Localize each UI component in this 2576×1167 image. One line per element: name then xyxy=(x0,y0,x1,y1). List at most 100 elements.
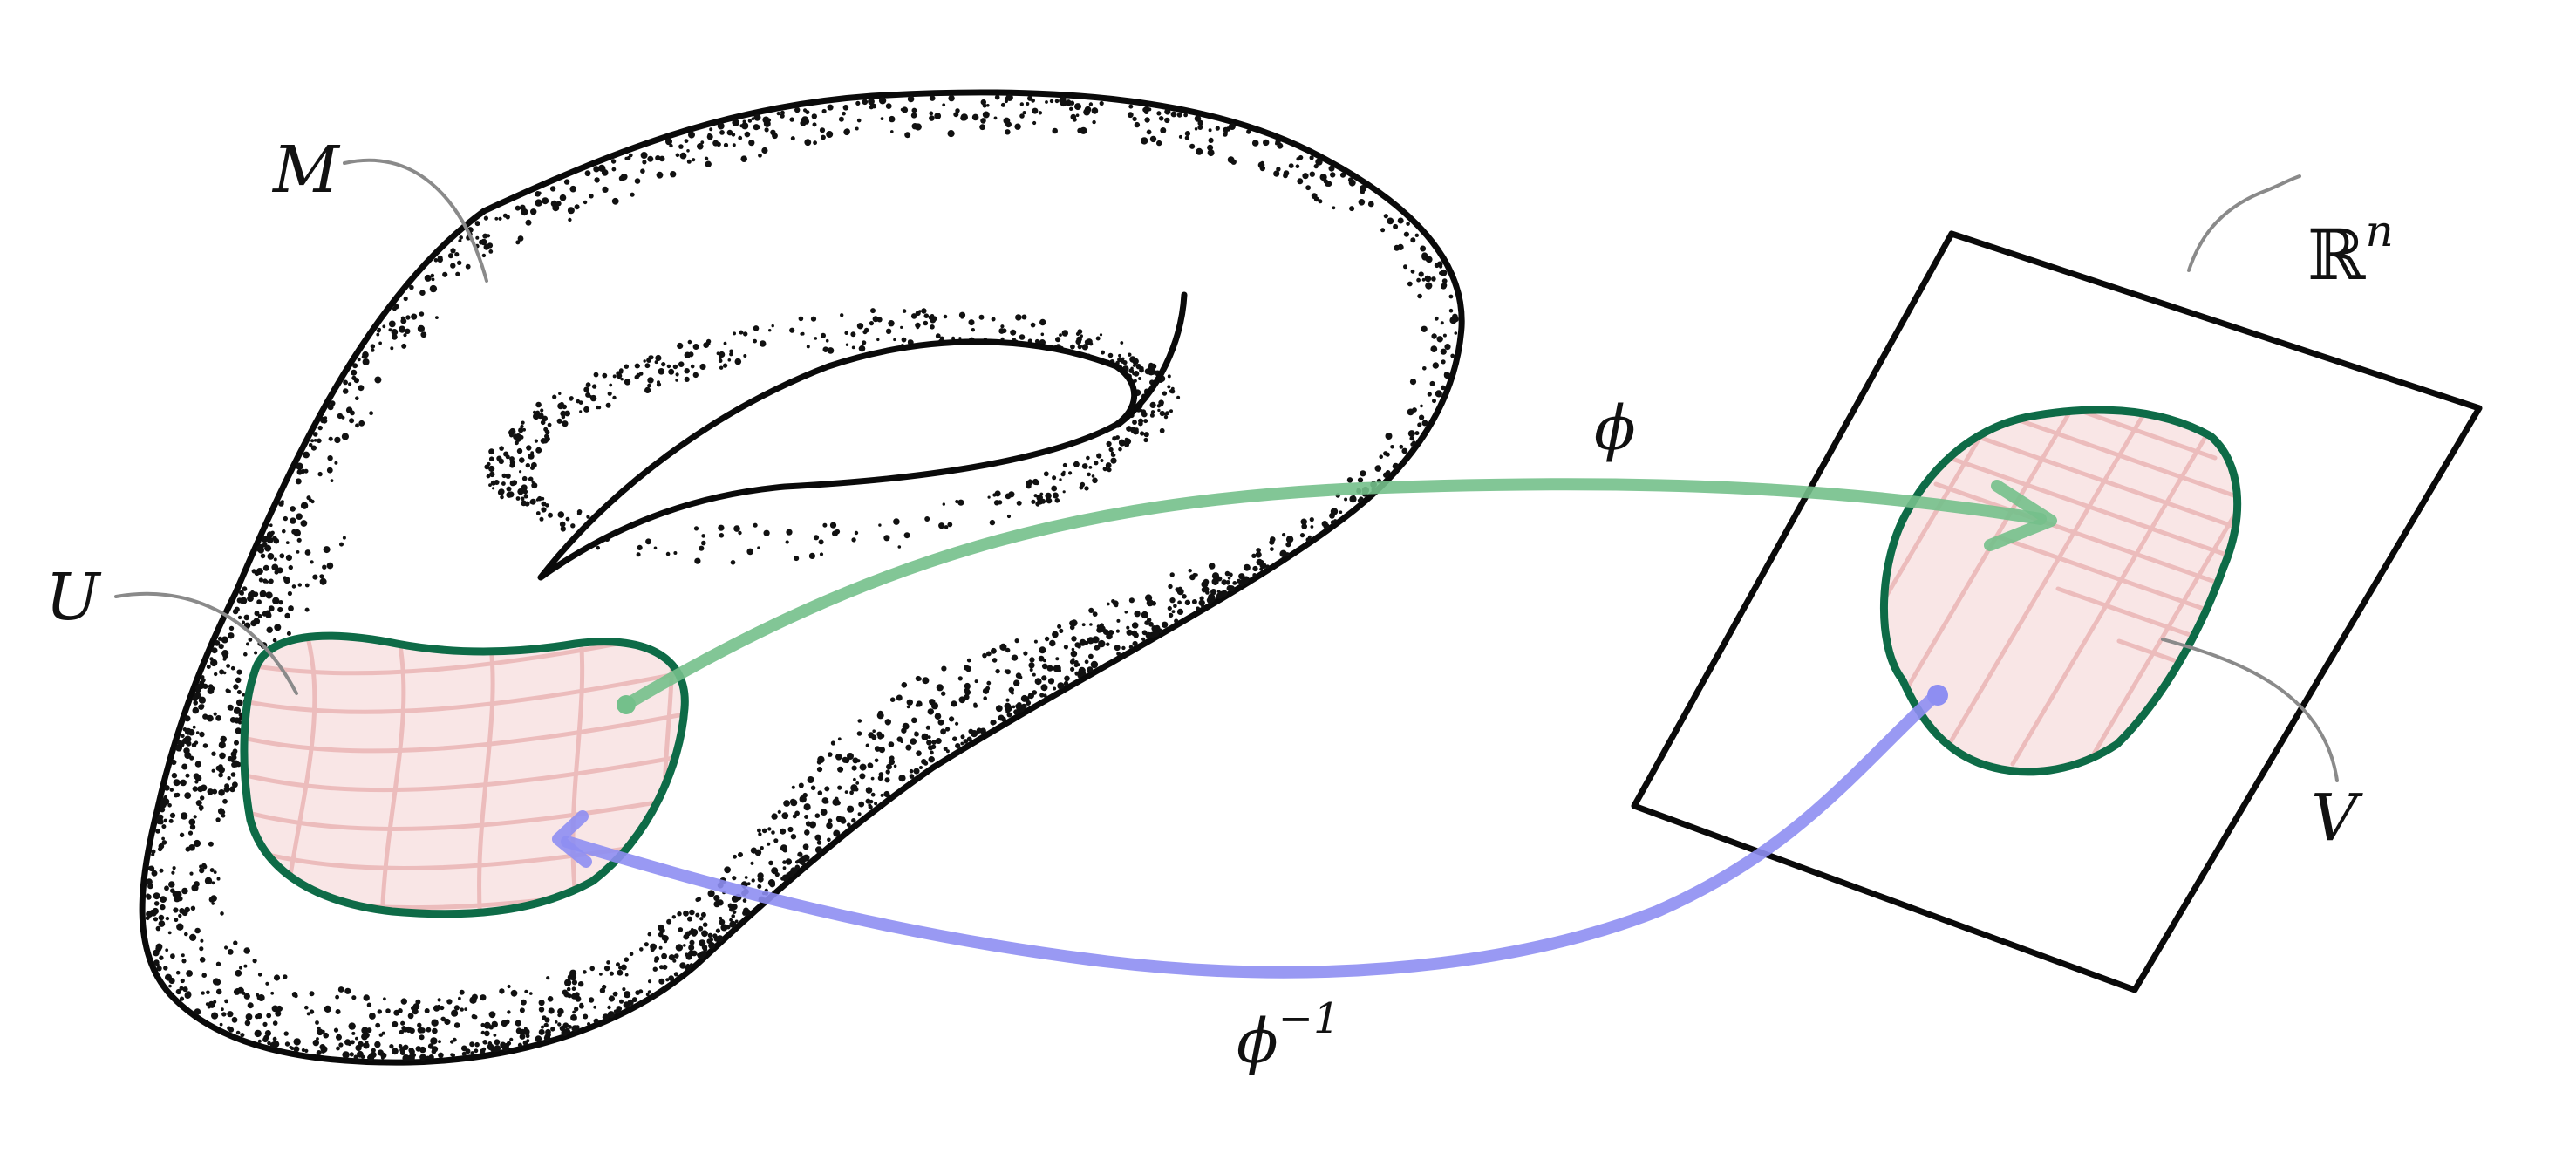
stipple-dot xyxy=(796,859,801,863)
stipple-dot xyxy=(810,316,817,322)
stipple-dot xyxy=(521,205,526,210)
stipple-dot xyxy=(1285,542,1291,548)
stipple-dot xyxy=(266,531,274,538)
grid-line xyxy=(243,751,685,793)
stipple-dot xyxy=(1332,206,1336,210)
stipple-dot xyxy=(1005,709,1010,714)
inverse-map-exponent: −1 xyxy=(1278,994,1340,1043)
stipple-dot xyxy=(929,111,934,116)
stipple-dot xyxy=(282,529,286,534)
stipple-dot xyxy=(884,719,891,726)
stipple-dot xyxy=(499,988,505,994)
stipple-dot xyxy=(905,744,912,751)
stipple-dot xyxy=(399,1050,405,1055)
stipple-dot xyxy=(991,317,996,322)
stipple-dot xyxy=(944,525,949,529)
stipple-dot xyxy=(232,608,239,615)
stipple-dot xyxy=(1012,654,1019,661)
stipple-dot xyxy=(167,931,172,935)
stipple-dot xyxy=(898,775,906,782)
stipple-dot xyxy=(786,529,793,536)
stipple-dot xyxy=(1182,594,1187,599)
stipple-dot xyxy=(257,972,262,977)
stipple-dot xyxy=(152,907,159,915)
stipple-dot xyxy=(173,779,181,787)
stipple-dot xyxy=(152,850,155,854)
stipple-dot xyxy=(1021,314,1027,320)
stipple-dot xyxy=(398,1008,403,1013)
stipple-dot xyxy=(751,117,755,120)
stipple-dot xyxy=(276,1005,283,1013)
stipple-dot xyxy=(221,1007,224,1012)
stipple-dot xyxy=(665,978,670,982)
stipple-dot xyxy=(698,925,704,932)
stipple-dot xyxy=(1035,502,1040,507)
stipple-dot xyxy=(488,249,494,254)
stipple-dot xyxy=(668,954,676,961)
stipple-dot xyxy=(648,355,653,360)
stipple-dot xyxy=(530,466,535,470)
stipple-dot xyxy=(1307,535,1312,539)
stipple-dot xyxy=(417,1022,422,1028)
stipple-dot xyxy=(790,834,797,840)
stipple-dot xyxy=(716,935,724,943)
stipple-dot xyxy=(391,329,399,336)
stipple-dot xyxy=(304,1048,309,1053)
stipple-dot xyxy=(310,445,317,451)
stipple-dot xyxy=(951,700,957,707)
stipple-dot xyxy=(176,923,184,931)
stipple-dot xyxy=(399,325,406,333)
stipple-dot xyxy=(526,1039,530,1043)
inverse-map-symbol: ϕ xyxy=(1237,1006,1278,1077)
stipple-dot xyxy=(208,897,215,903)
stipple-dot xyxy=(192,725,196,729)
stipple-dot xyxy=(535,199,542,207)
stipple-dot xyxy=(982,652,987,659)
stipple-dot xyxy=(1059,628,1064,634)
stipple-dot xyxy=(794,106,801,113)
stipple-dot xyxy=(538,1007,545,1013)
stipple-dot xyxy=(172,866,176,870)
stipple-dot xyxy=(173,907,179,913)
stipple-dot xyxy=(919,766,923,769)
stipple-dot xyxy=(1339,172,1346,178)
stipple-dot xyxy=(239,597,248,604)
stipple-dot xyxy=(656,382,662,387)
stipple-dot xyxy=(814,834,821,841)
stipple-dot xyxy=(570,523,576,529)
stipple-dot xyxy=(1148,621,1154,627)
stipple-dot xyxy=(559,521,566,528)
stipple-dot xyxy=(1071,647,1075,652)
stipple-dot xyxy=(1040,498,1046,504)
stipple-dot xyxy=(570,1014,577,1021)
stipple-dot xyxy=(826,131,834,138)
stipple-dot xyxy=(233,706,242,714)
stipple-dot xyxy=(312,1039,319,1047)
stipple-dot xyxy=(842,105,849,111)
stipple-dot xyxy=(309,1009,315,1014)
stipple-dot xyxy=(603,374,607,378)
stipple-dot xyxy=(620,173,628,181)
stipple-dot xyxy=(407,1013,414,1020)
stipple-dot xyxy=(218,741,226,749)
stipple-dot xyxy=(1053,665,1060,672)
stipple-dot xyxy=(256,993,260,997)
stipple-dot xyxy=(1073,663,1079,668)
stipple-dot xyxy=(1121,359,1125,364)
stipple-dot xyxy=(767,842,771,846)
stipple-dot xyxy=(751,878,755,883)
stipple-dot xyxy=(979,727,986,734)
stipple-dot xyxy=(457,260,462,265)
stipple-dot xyxy=(272,1036,277,1041)
stipple-dot xyxy=(187,830,194,836)
stipple-dot xyxy=(1026,480,1032,487)
stipple-dot xyxy=(1061,330,1069,337)
stipple-dot xyxy=(158,843,165,850)
stipple-dot xyxy=(922,677,930,685)
stipple-dot xyxy=(1128,352,1132,357)
stipple-dot xyxy=(1227,577,1231,580)
stipple-dot xyxy=(828,818,833,823)
stipple-dot xyxy=(964,665,970,671)
stipple-dot xyxy=(857,812,862,816)
stipple-dot xyxy=(579,1002,584,1007)
